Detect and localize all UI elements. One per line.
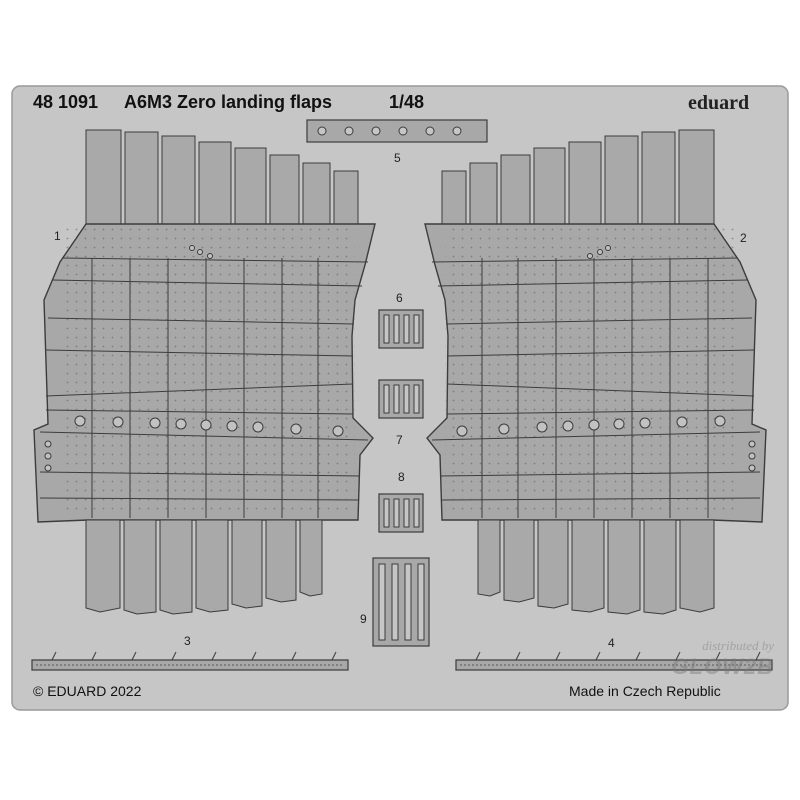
part-6 [378, 309, 424, 349]
sheet-code: 48 1091 [33, 92, 99, 112]
distributor-watermark: distributed by GLOW2B [671, 638, 774, 680]
part-number-8: 8 [398, 470, 405, 484]
watermark-line-1: distributed by [702, 638, 774, 653]
part-number-9: 9 [360, 612, 367, 626]
origin-text: Made in Czech Republic [569, 683, 721, 699]
part-7 [378, 379, 424, 419]
part-number-5: 5 [394, 151, 401, 165]
hinge-part-5 [306, 119, 488, 143]
part-8 [378, 493, 424, 533]
watermark-line-2: GLOW2B [671, 654, 774, 679]
brand-logo: eduard [688, 92, 750, 114]
part-number-3: 3 [184, 634, 191, 648]
sheet-scale: 1/48 [389, 92, 425, 112]
part-number-7: 7 [396, 433, 403, 447]
part-number-1: 1 [54, 229, 61, 243]
part-number-4: 4 [608, 636, 615, 650]
copyright-text: © EDUARD 2022 [33, 683, 142, 699]
part-9 [372, 557, 430, 647]
sheet-name: A6M3 Zero landing flaps [124, 92, 333, 112]
part-number-6: 6 [396, 291, 403, 305]
part-number-2: 2 [740, 231, 747, 245]
